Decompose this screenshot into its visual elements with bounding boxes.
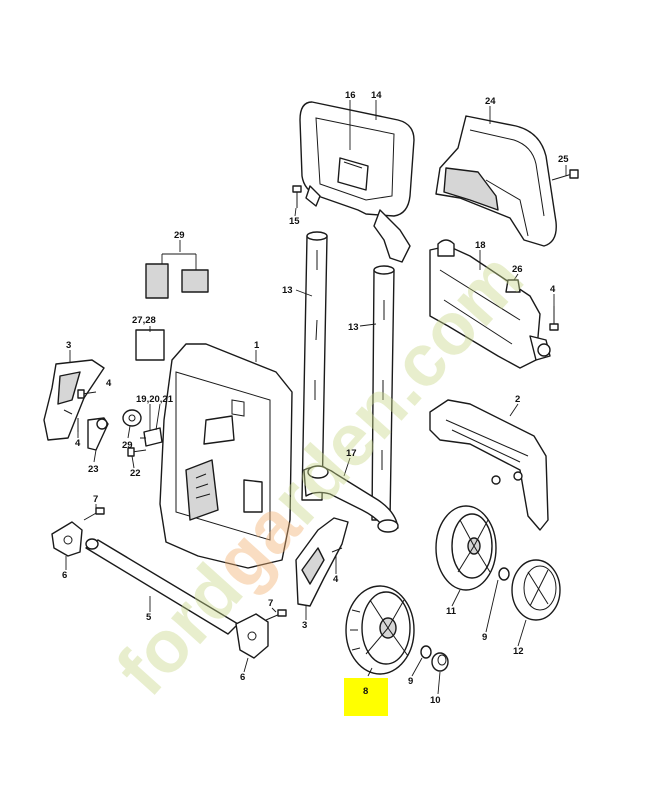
brace-part-17 (303, 465, 399, 533)
callout-3-right: 3 (302, 620, 307, 631)
knob-part-23 (87, 417, 109, 451)
screw-part-7-left (83, 507, 105, 521)
callout-15: 15 (289, 216, 300, 227)
hubcap-part-12 (511, 559, 561, 621)
callout-17: 17 (346, 448, 357, 459)
leader-lines (65, 100, 567, 695)
callout-9-left: 9 (408, 676, 413, 687)
cap-part-6-right (235, 613, 269, 659)
callout-6-right: 6 (240, 672, 245, 683)
highlight-box (344, 678, 388, 716)
callout-23: 23 (88, 464, 99, 475)
fitting-part-26 (505, 279, 521, 293)
screw-part-4-center (331, 547, 343, 553)
callout-29-top: 29 (174, 230, 185, 241)
callout-7-right: 7 (268, 598, 273, 609)
callout-6-left: 6 (62, 570, 67, 581)
callout-1: 1 (254, 340, 260, 351)
callout-4-center: 4 (333, 574, 339, 585)
callout-14: 14 (371, 90, 382, 101)
callout-26: 26 (512, 264, 523, 275)
screw-part-22 (127, 447, 147, 457)
handle-part-14 (299, 101, 415, 263)
hubcap-part-10 (431, 652, 449, 672)
bracket-part-2 (429, 399, 549, 531)
callout-25: 25 (558, 154, 569, 165)
tube-part-13-left (301, 231, 328, 501)
manifold-part-18 (429, 239, 551, 369)
label-part-27-28 (135, 329, 165, 361)
foot-part-3-right (295, 517, 349, 607)
callout-27-28: 27,28 (132, 315, 156, 326)
callout-13-right: 13 (348, 322, 359, 333)
washer-part-9-right (498, 567, 510, 581)
screw-part-7-right (265, 609, 287, 621)
brush-blocks-part-29 (145, 240, 209, 299)
callout-9-right: 9 (482, 632, 487, 643)
callout-29-bottom: 29 (122, 440, 133, 451)
screw-part-4-right (549, 306, 559, 331)
callout-4-left-upper: 4 (106, 378, 112, 389)
wheel-part-11 (435, 505, 497, 591)
cover-part-24 (435, 115, 557, 247)
callout-24: 24 (485, 96, 496, 107)
callout-5: 5 (146, 612, 152, 623)
callout-19-20-21: 19,20,21 (136, 394, 174, 405)
callout-2: 2 (515, 394, 520, 405)
callout-22: 22 (130, 468, 141, 479)
callout-4-left-lower: 4 (75, 438, 81, 449)
callout-16: 16 (345, 90, 356, 101)
screw-part-15 (292, 185, 302, 208)
callout-4-right: 4 (550, 284, 556, 295)
callout-7-left: 7 (93, 494, 98, 505)
callout-12: 12 (513, 646, 524, 657)
washer-part-9-left (420, 645, 432, 659)
callout-13-left: 13 (282, 285, 293, 296)
foot-part-3-left (43, 359, 105, 441)
wheel-part-8 (345, 585, 415, 675)
nut-part-29 (122, 409, 142, 427)
housing-part-1 (159, 343, 293, 569)
callout-3-left: 3 (66, 340, 71, 351)
cap-part-6-left (51, 521, 83, 557)
tube-part-13-right (371, 265, 395, 521)
callout-labels: 16 14 24 25 15 29 18 26 13 4 27,28 13 3 … (62, 90, 569, 706)
callout-11: 11 (446, 606, 457, 617)
callout-10: 10 (430, 695, 441, 706)
callout-18: 18 (475, 240, 486, 251)
screw-part-25 (551, 169, 579, 181)
screw-part-4-left (77, 389, 97, 399)
fitting-part-19-20-21 (140, 427, 163, 447)
callout-8: 8 (363, 686, 368, 697)
